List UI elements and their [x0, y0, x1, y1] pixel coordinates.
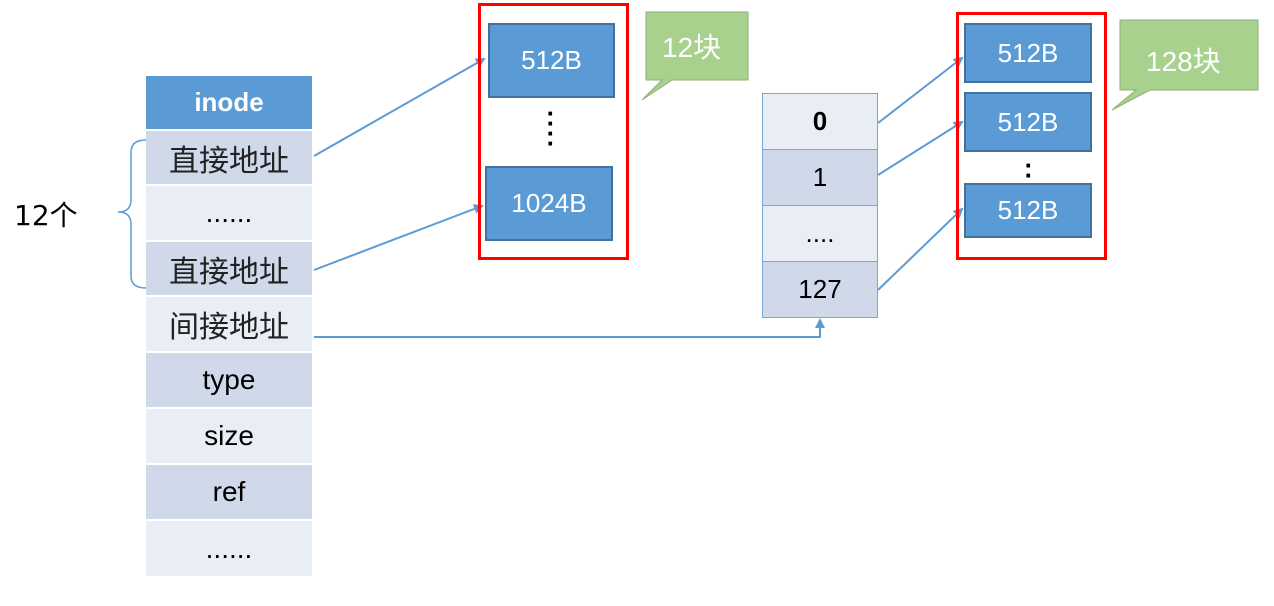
arrow-direct-to-512b — [313, 58, 486, 157]
ellipsis-row: ...... — [146, 521, 312, 577]
arrow-index127-to-block — [877, 207, 964, 291]
direct-address-row: 直接地址 — [146, 242, 312, 296]
index-cell: 1 — [762, 150, 878, 206]
arrow-indirect-to-index — [314, 318, 825, 338]
direct-block-512b: 512B — [488, 23, 615, 98]
type-row: type — [146, 353, 312, 408]
indirect-address-row: 间接地址 — [146, 297, 312, 352]
arrow-index1-to-block — [877, 120, 964, 176]
index-cell: .... — [762, 206, 878, 262]
ellipsis-row: ...... — [146, 186, 312, 241]
indirect-block: 512B — [964, 92, 1092, 152]
indirect-block: 512B — [964, 23, 1092, 83]
vertical-ellipsis: ·· — [1024, 150, 1034, 190]
direct-address-brace — [117, 139, 147, 289]
callout-12-blocks-text: 12块 — [662, 32, 722, 63]
direct-count-label: 12个 — [14, 199, 78, 232]
index-cell: 0 — [762, 93, 878, 150]
arrow-index0-to-block — [877, 56, 964, 124]
callout-128-blocks-text: 128块 — [1146, 46, 1221, 77]
direct-address-row: 直接地址 — [146, 131, 312, 185]
indirect-block: 512B — [964, 183, 1092, 238]
indirect-blocks-highlight — [956, 12, 1107, 260]
inode-header: inode — [146, 76, 312, 130]
ref-row: ref — [146, 465, 312, 520]
direct-block-1024b: 1024B — [485, 166, 613, 241]
index-cell: 127 — [762, 262, 878, 318]
direct-blocks-highlight — [478, 3, 629, 260]
callout-128-blocks — [1111, 19, 1259, 111]
arrow-direct-to-1024b — [313, 204, 484, 271]
callout-12-blocks — [641, 11, 749, 101]
vertical-ellipsis: ···· — [546, 98, 556, 158]
size-row: size — [146, 409, 312, 464]
